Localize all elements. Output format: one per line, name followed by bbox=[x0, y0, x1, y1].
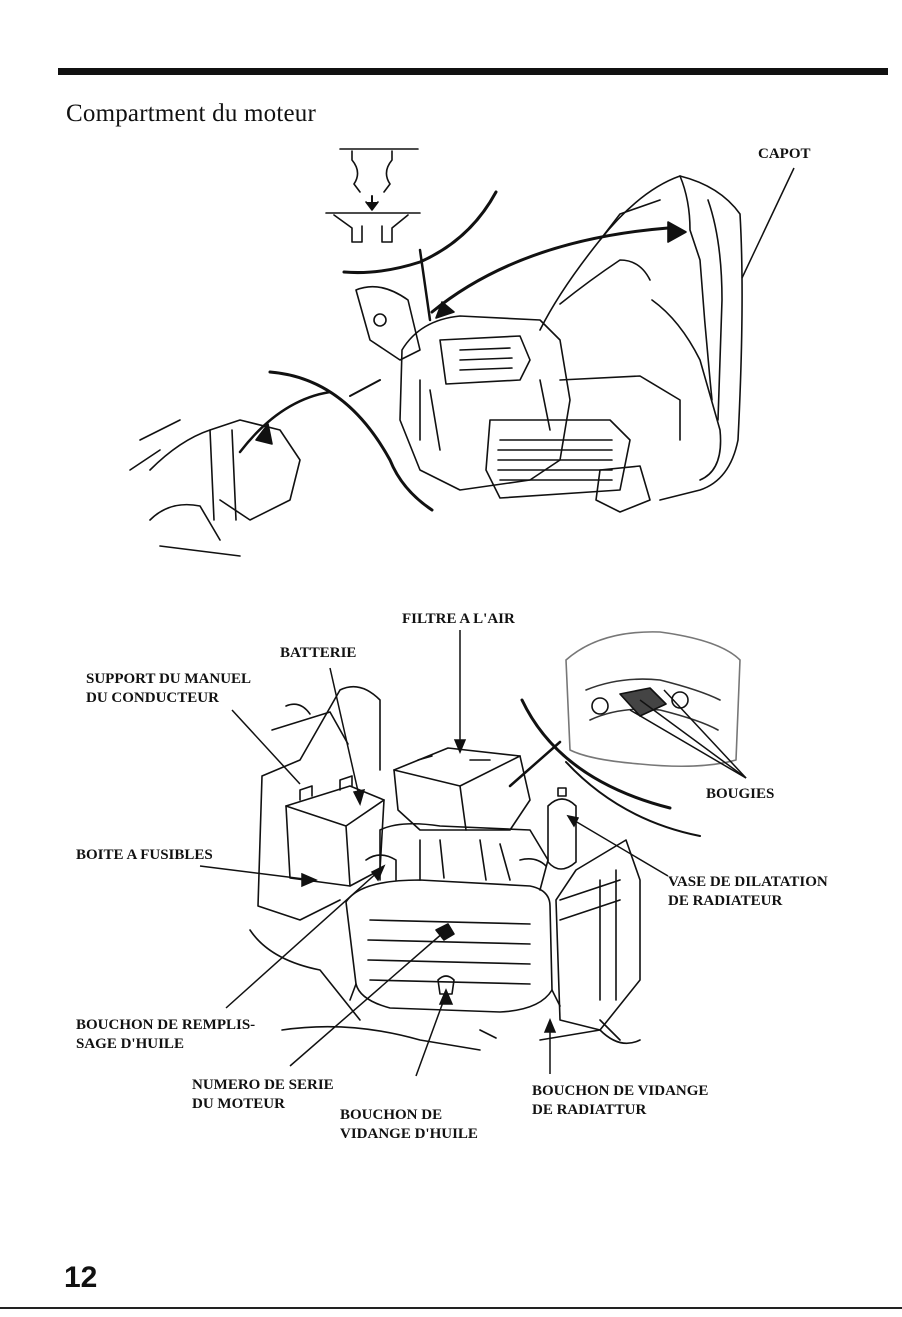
label-capot: CAPOT bbox=[758, 145, 811, 163]
bottom-rule bbox=[0, 1307, 902, 1309]
label-remplis-line1: BOUCHON DE REMPLIS- bbox=[76, 1016, 255, 1034]
hood-clip-detail bbox=[326, 149, 420, 242]
label-bougies: BOUGIES bbox=[706, 785, 774, 803]
spark-plug-detail bbox=[566, 632, 740, 766]
page-number: 12 bbox=[64, 1261, 97, 1295]
leader-vase bbox=[570, 818, 668, 876]
leader-support bbox=[232, 710, 300, 784]
engine-compartment-illustration bbox=[250, 632, 740, 1050]
leader-vidange-huile bbox=[416, 994, 446, 1076]
label-boite-a-fusibles: BOITE A FUSIBLES bbox=[76, 846, 213, 864]
label-vidange-huile-line1: BOUCHON DE bbox=[340, 1106, 442, 1124]
leader-boite bbox=[200, 866, 312, 880]
leader-capot bbox=[742, 168, 794, 278]
label-remplis-line2: SAGE D'HUILE bbox=[76, 1035, 184, 1053]
label-numero-line1: NUMERO DE SERIE bbox=[192, 1076, 334, 1094]
hood-open-illustration bbox=[130, 149, 742, 556]
leader-bougies-3 bbox=[630, 710, 746, 778]
label-vidange-huile-line2: VIDANGE D'HUILE bbox=[340, 1125, 478, 1143]
label-vidange-rad-line1: BOUCHON DE VIDANGE bbox=[532, 1082, 708, 1100]
label-vidange-rad-line2: DE RADIATTUR bbox=[532, 1101, 646, 1119]
label-support-line2: DU CONDUCTEUR bbox=[86, 689, 219, 707]
label-vase-line2: DE RADIATEUR bbox=[668, 892, 782, 910]
leader-numero bbox=[290, 932, 444, 1066]
label-batterie: BATTERIE bbox=[280, 644, 356, 662]
label-numero-line2: DU MOTEUR bbox=[192, 1095, 285, 1113]
label-filtre-a-air: FILTRE A L'AIR bbox=[402, 610, 515, 628]
label-support-line1: SUPPORT DU MANUEL bbox=[86, 670, 251, 688]
label-vase-line1: VASE DE DILATATION bbox=[668, 873, 828, 891]
